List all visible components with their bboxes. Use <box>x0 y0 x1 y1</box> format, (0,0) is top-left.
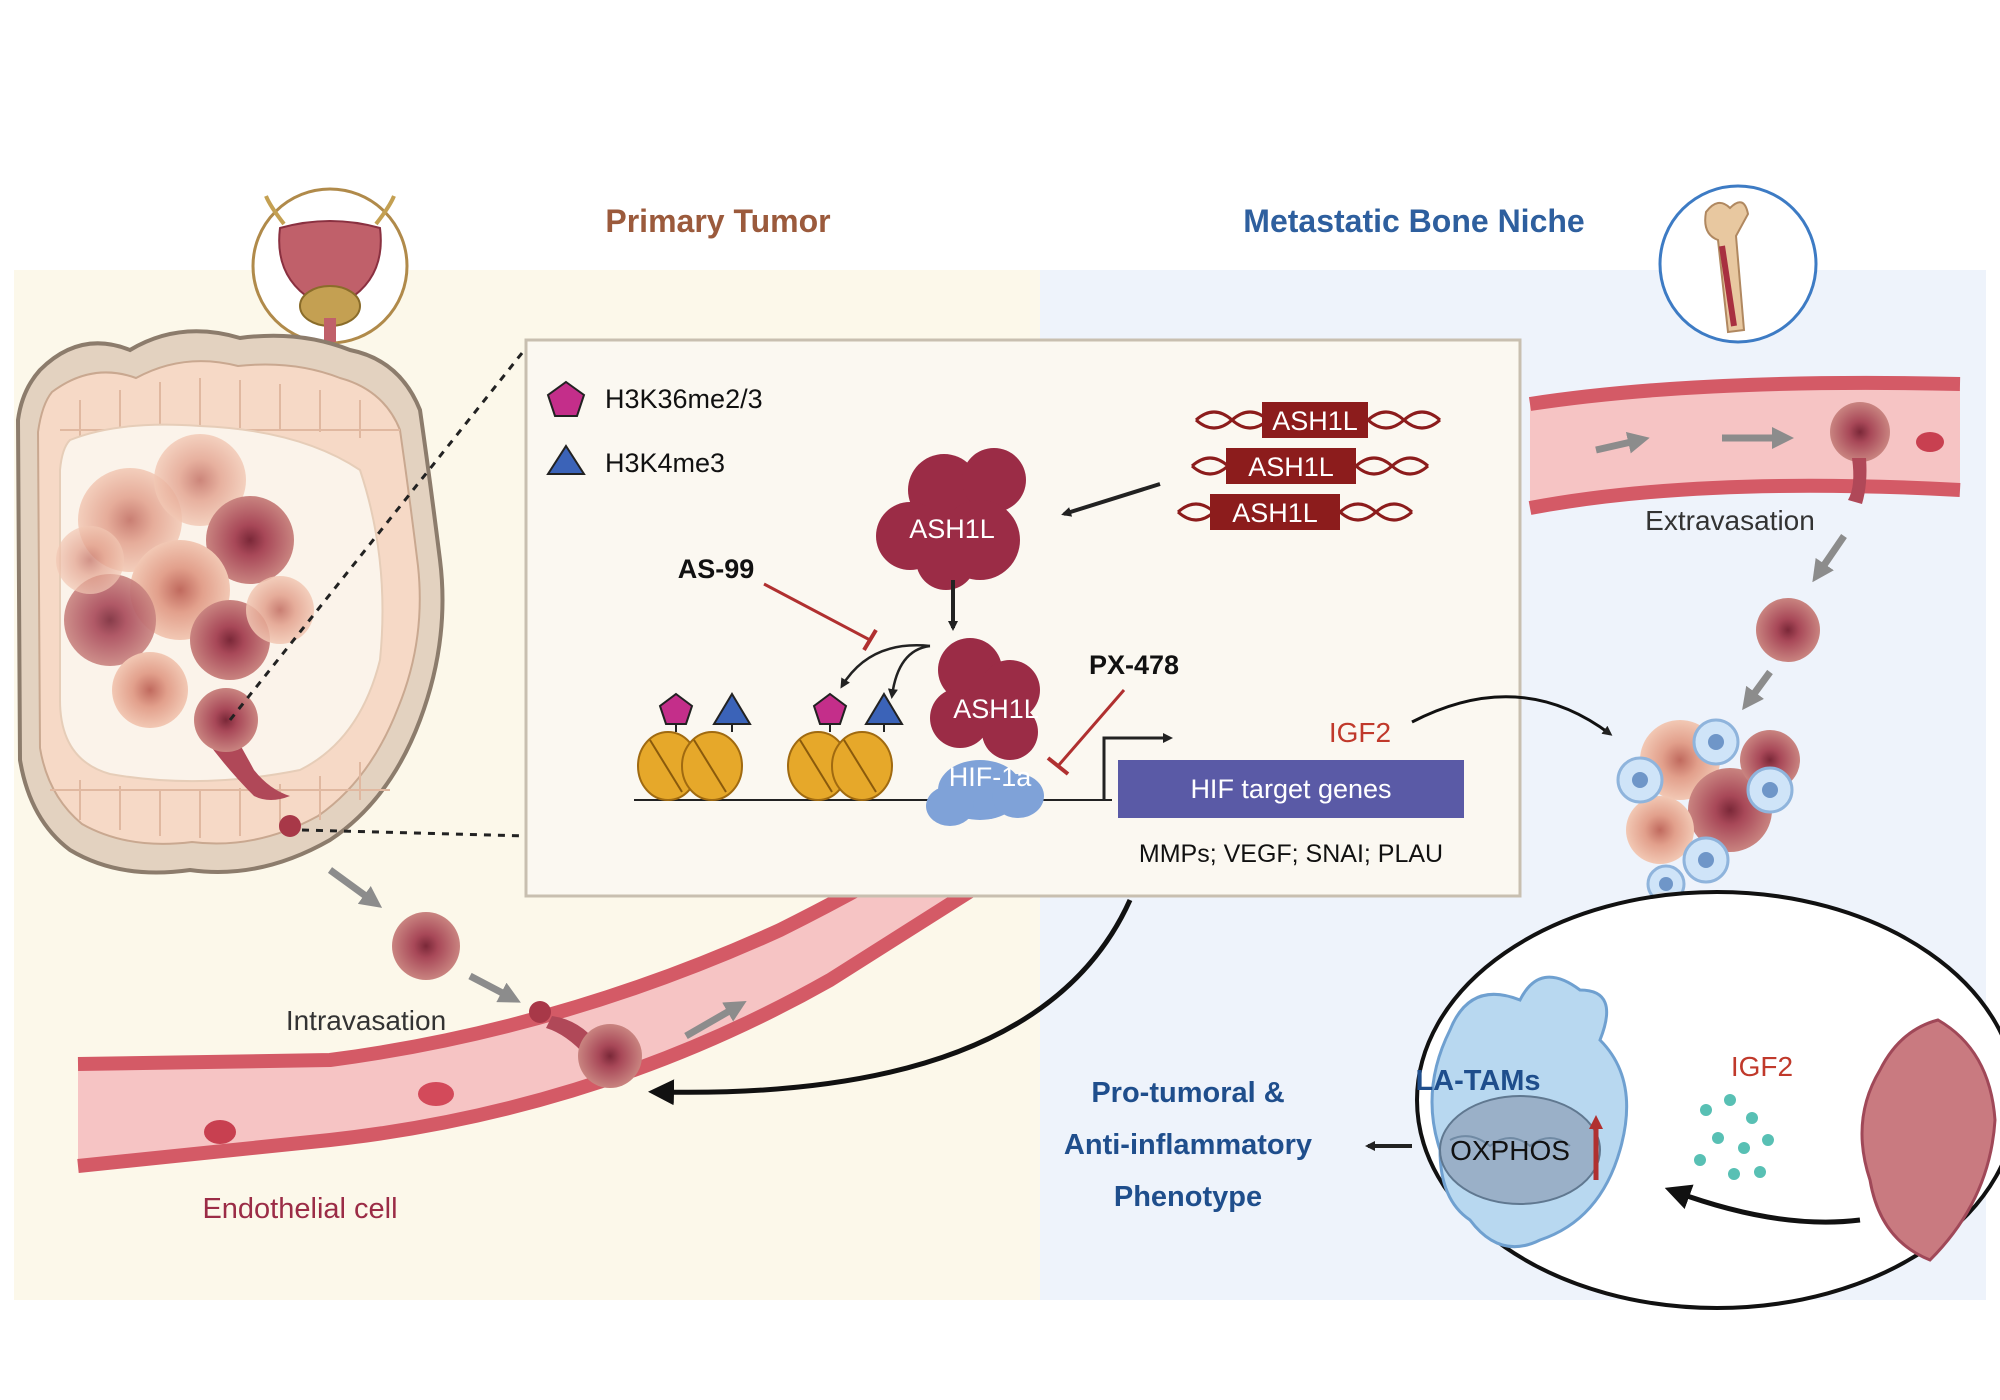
legend-h3k4: H3K4me3 <box>605 448 725 478</box>
arrow-circulation <box>684 1001 747 1040</box>
inset-igf2-label: IGF2 <box>1329 717 1391 748</box>
tss-arrow <box>1102 733 1173 800</box>
mitochondrion <box>1439 1095 1601 1205</box>
phenotype-line-2: Anti-inflammatory <box>1064 1129 1312 1161</box>
arrow-vessel-1 <box>1595 431 1650 454</box>
triangle-legend-icon <box>546 444 586 475</box>
phenotype-line-3: Phenotype <box>1114 1181 1262 1213</box>
zoom-line-top <box>228 347 528 721</box>
h3k36-mark-1 <box>658 692 694 725</box>
extravasated-cell <box>1756 598 1820 662</box>
h3k4-mark-2 <box>864 692 904 725</box>
bone-organ-icon <box>1658 184 1818 344</box>
extravasation-label: Extravasation <box>1645 505 1815 536</box>
oxphos-label: OXPHOS <box>1450 1135 1570 1166</box>
arrow-to-niche <box>1742 669 1773 711</box>
prostate-organ-icon <box>251 187 409 345</box>
igf2-to-niche-arrow <box>1411 695 1613 736</box>
intravasating-cells <box>392 912 642 1088</box>
niche-igf2-label: IGF2 <box>1731 1051 1793 1082</box>
ash1l-bound-label: ASH1L <box>953 694 1039 724</box>
bone-niche-cluster <box>1616 718 1800 904</box>
methylation-arrow-2 <box>887 644 931 699</box>
legend-h3k36: H3K36me2/3 <box>605 384 763 414</box>
hif1a-protein <box>926 760 1044 826</box>
ash1l-bound-protein <box>930 638 1040 760</box>
phenotype-line-1: Pro-tumoral & <box>1091 1077 1284 1109</box>
px478-inhibition-line <box>1056 689 1126 767</box>
metastatic-blood-vessel <box>1528 375 1961 515</box>
arrow-to-cell <box>327 867 383 908</box>
as99-label: AS-99 <box>678 554 755 584</box>
niche-closeup <box>1415 890 2000 1310</box>
inset-to-vessel-arrow <box>648 898 1133 1106</box>
ash1l-protein <box>876 448 1026 590</box>
ash1l-protein-label: ASH1L <box>909 514 995 544</box>
primary-tumor-title: Primary Tumor <box>605 203 830 239</box>
ash1l-gene-box-3 <box>1210 494 1340 530</box>
intravasation-label: Intravasation <box>286 1005 446 1036</box>
arrow-intravasation <box>468 972 521 1003</box>
as99-inhibition-line <box>763 582 871 642</box>
methylation-arrow-1 <box>840 644 931 689</box>
arrow-extravasation <box>1812 534 1847 583</box>
pentagon-legend-icon <box>546 380 586 417</box>
zoom-line-bottom <box>301 828 527 838</box>
la-tams-label: LA-TAMs <box>1415 1065 1540 1097</box>
h3k4-mark-1 <box>712 692 752 725</box>
ash1l-gene-label-1: ASH1L <box>1272 406 1358 436</box>
nucleosomes <box>637 722 893 801</box>
gene-to-protein-arrow <box>1061 482 1161 517</box>
endothelial-cell-label: Endothelial cell <box>202 1193 397 1225</box>
tumor-cell-edge <box>1860 1018 1997 1262</box>
hif-target-genes-label: HIF target genes <box>1190 774 1391 804</box>
metastatic-niche-title: Metastatic Bone Niche <box>1243 203 1584 239</box>
primary-tumor-cluster <box>56 434 314 837</box>
ash1l-gene-label-2: ASH1L <box>1248 452 1334 482</box>
target-genes-list: MMPs; VEGF; SNAI; PLAU <box>1139 840 1443 868</box>
ash1l-genes <box>1177 410 1441 522</box>
px478-label: PX-478 <box>1089 650 1179 680</box>
hif1a-label: HIF-1a <box>949 762 1033 792</box>
ash1l-gene-label-3: ASH1L <box>1232 498 1318 528</box>
h3k36-mark-2 <box>812 692 848 725</box>
mechanism-inset: H3K36me2/3 H3K4me3 ASH1L ASH1L ASH1L <box>524 338 1522 898</box>
ash1l-gene-box-2 <box>1226 448 1356 484</box>
ash1l-gene-box-1 <box>1262 402 1368 438</box>
hif-target-genes-box <box>1118 760 1464 818</box>
